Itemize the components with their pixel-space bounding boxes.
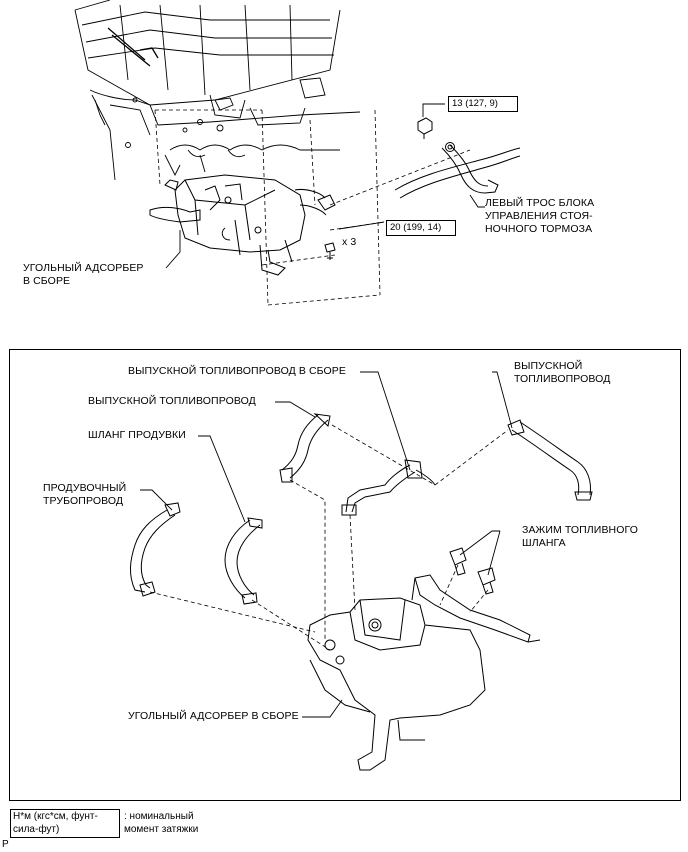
outlet-pipe-assy-label: ВЫПУСКНОЙ ТОПЛИВОПРОВОД В СБОРЕ: [128, 365, 347, 377]
fuel-hose-clamp-label: ЗАЖИМ ТОПЛИВНОГО ШЛАНГА: [522, 524, 638, 549]
purge-hose-label: ШЛАНГ ПРОДУВКИ: [88, 429, 186, 441]
outlet-pipe-1-label: ВЫПУСКНОЙ ТОПЛИВОПРОВОД: [88, 395, 256, 407]
torque-legend-units: Н*м (кгс*см, фунт- сила-фут): [10, 809, 120, 838]
outlet-pipe-2-illustration: [507, 419, 593, 501]
bolt-icon: [324, 242, 336, 260]
torque-spec-bolts: 20 (199, 14): [386, 220, 456, 236]
alignment-lines-detail: [149, 424, 509, 651]
purge-hose-illustration: [224, 517, 263, 605]
detail-view-frame: [9, 349, 681, 801]
fuel-hose-clamp-illustration: [449, 547, 496, 595]
leader-lines-detail: [140, 371, 513, 718]
canister-bottom-illustration: [307, 574, 541, 771]
outlet-pipe-assy-illustration: [341, 459, 436, 516]
canister-bottom-label: УГОЛЬНЫЙ АДСОРБЕР В СБОРЕ: [128, 710, 299, 722]
canister-top-label: УГОЛЬНЫЙ АДСОРБЕР В СБОРЕ: [23, 262, 144, 287]
outlet-pipe-2-label: ВЫПУСКНОЙ ТОПЛИВОПРОВОД: [514, 360, 611, 385]
corner-mark: P: [2, 839, 9, 850]
purge-pipe-label: ПРОДУВОЧНЫЙ ТРУБОПРОВОД: [43, 482, 127, 507]
canister-top-illustration: [149, 174, 336, 276]
brake-cable-illustration: [394, 142, 521, 199]
outlet-pipe-1-illustration: [279, 413, 331, 483]
bolt-count-label: x 3: [342, 236, 357, 248]
torque-spec-nut: 13 (127, 9): [448, 96, 518, 112]
nut-icon: [417, 117, 433, 139]
purge-pipe-illustration: [130, 502, 181, 597]
torque-legend-meaning: : номинальный момент затяжки: [124, 811, 199, 835]
leader-lines-top: [165, 103, 485, 269]
vehicle-underbody-illustration: [74, 0, 361, 181]
brake-cable-label: ЛЕВЫЙ ТРОС БЛОКА УПРАВЛЕНИЯ СТОЯ- НОЧНОГ…: [485, 197, 595, 235]
